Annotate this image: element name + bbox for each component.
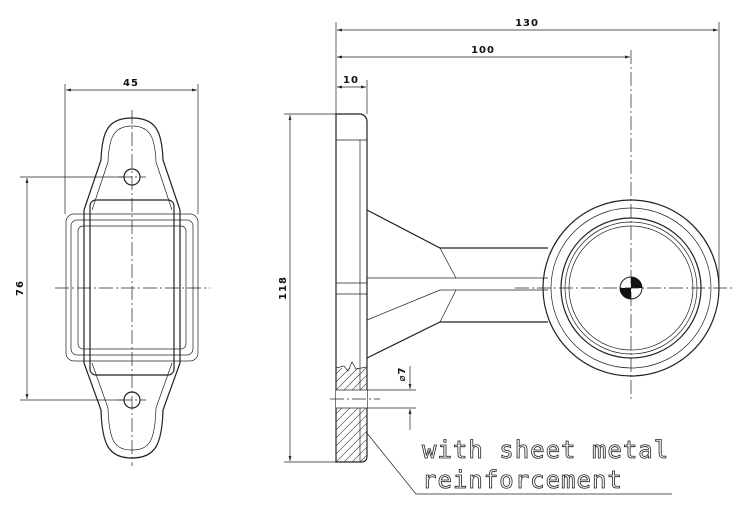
side-arm-upper xyxy=(366,209,548,249)
note-line-2: reinforcement xyxy=(422,466,623,494)
side-arm-lower xyxy=(366,321,548,359)
side-hole-gap xyxy=(336,390,367,408)
dim-100-label: 100 xyxy=(471,45,495,56)
side-arm-joint-upper xyxy=(439,247,457,279)
note-line-1: with sheet metal xyxy=(422,436,669,464)
side-break-line xyxy=(335,361,368,372)
dim-10-label: 10 xyxy=(343,75,359,86)
side-arm-joint-lower xyxy=(439,289,457,323)
dim-130-label: 130 xyxy=(515,18,539,29)
note-leader-line xyxy=(365,431,417,495)
front-view: 45 76 xyxy=(15,78,210,466)
side-base-plate xyxy=(335,113,368,463)
dim-45-label: 45 xyxy=(123,78,139,89)
dim-7-label: ⌀7 xyxy=(397,367,408,382)
side-view: 118 130 100 10 ⌀7 with sheet metal reinf… xyxy=(278,18,735,495)
side-arm-inner-lower xyxy=(366,289,548,321)
dim-76-label: 76 xyxy=(15,280,26,296)
dim-118-label: 118 xyxy=(278,276,289,300)
